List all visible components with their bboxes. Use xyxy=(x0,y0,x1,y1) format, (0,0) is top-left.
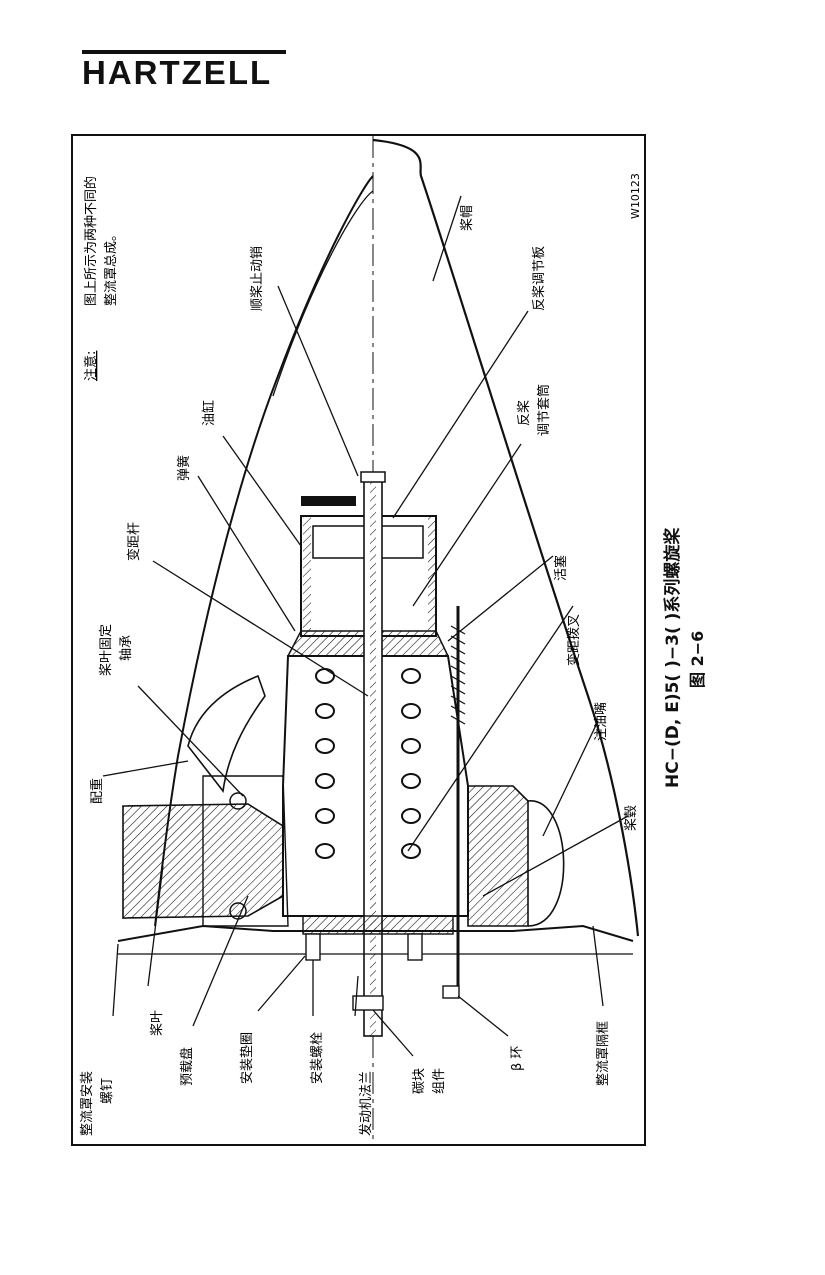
label-piston: 活塞 xyxy=(553,555,569,581)
feather-stop-pin-shape xyxy=(360,471,386,483)
label-retention-bearing-2: 轴承 xyxy=(119,635,134,661)
figure-frame: W10123 注意: 图上所示为两种不同的 整流罩总成。 桨帽 反桨调节板 顺桨… xyxy=(71,134,646,1146)
carbon-block-shape xyxy=(352,995,384,1011)
label-pitch-rod: 变距杆 xyxy=(126,522,142,561)
label-bulkhead: 整流罩隔框 xyxy=(596,1021,611,1086)
label-counterweight: 配重 xyxy=(89,778,105,804)
hartzell-logo: HARTZELL xyxy=(82,50,286,91)
label-spinner-dome: 桨帽 xyxy=(459,205,475,231)
note-line-2: 整流罩总成。 xyxy=(104,228,119,306)
label-carbon-block-2: 组件 xyxy=(432,1068,447,1094)
note-line-1: 图上所示为两种不同的 xyxy=(83,176,99,306)
blade-retention-bearing xyxy=(202,775,289,927)
label-spinner-screw-1: 整流罩安装 xyxy=(80,1071,95,1136)
spinner-dome xyxy=(372,138,640,937)
note-label: 注意: xyxy=(83,351,99,381)
beta-ring-shape xyxy=(442,985,460,999)
figure-code: W10123 xyxy=(629,173,642,219)
figure-caption: HC−(D, E)5( )−3( )系列螺旋桨 图 2−6 xyxy=(658,488,708,788)
label-carbon-block-1: 碳块 xyxy=(412,1068,427,1094)
grease-fitting-boss xyxy=(527,800,565,927)
label-spring: 弹簧 xyxy=(176,455,192,481)
counterweight xyxy=(187,674,266,793)
label-reverse-sleeve-1: 反桨 xyxy=(516,400,532,426)
label-reverse-plate: 反桨调节板 xyxy=(531,246,547,311)
mounting-bolt-right xyxy=(407,933,423,961)
label-retention-bearing-1: 桨叶固定 xyxy=(98,624,114,676)
cylinder-cap xyxy=(301,496,356,506)
label-engine-flange: 发动机法兰 xyxy=(358,1071,374,1136)
label-preload-plate: 预载盘 xyxy=(179,1047,195,1086)
label-feather-stop-pin: 顺桨止动销 xyxy=(249,246,265,311)
label-mounting-bolt: 安装螺栓 xyxy=(310,1032,325,1084)
label-grease-fitting: 注油嘴 xyxy=(594,702,609,741)
propeller-cutaway-diagram: W10123 注意: 图上所示为两种不同的 整流罩总成。 桨帽 反桨调节板 顺桨… xyxy=(80,136,642,1144)
caption-figure-number: 图 2−6 xyxy=(688,630,707,688)
label-reverse-sleeve-2: 调节套筒 xyxy=(536,384,552,436)
leader-lines xyxy=(102,195,629,1057)
label-pitch-fork: 变距拨叉 xyxy=(566,614,582,666)
label-blade: 桨叶 xyxy=(149,1010,165,1036)
label-hub: 桨毂 xyxy=(623,805,639,831)
label-cylinder: 油缸 xyxy=(201,400,217,426)
label-spinner-screw-2: 螺钉 xyxy=(100,1078,115,1104)
label-beta-ring: β 环 xyxy=(510,1046,525,1071)
engine-flange-shape xyxy=(302,915,454,935)
label-mounting-washer: 安装垫圈 xyxy=(239,1032,255,1084)
logo-text: HARTZELL xyxy=(82,54,273,91)
spinner-dome-left xyxy=(272,190,374,397)
mounting-bolt-left xyxy=(305,933,321,961)
logo-bar xyxy=(82,50,286,54)
caption-title: HC−(D, E)5( )−3( )系列螺旋桨 xyxy=(663,527,683,788)
hub-right xyxy=(467,785,529,927)
